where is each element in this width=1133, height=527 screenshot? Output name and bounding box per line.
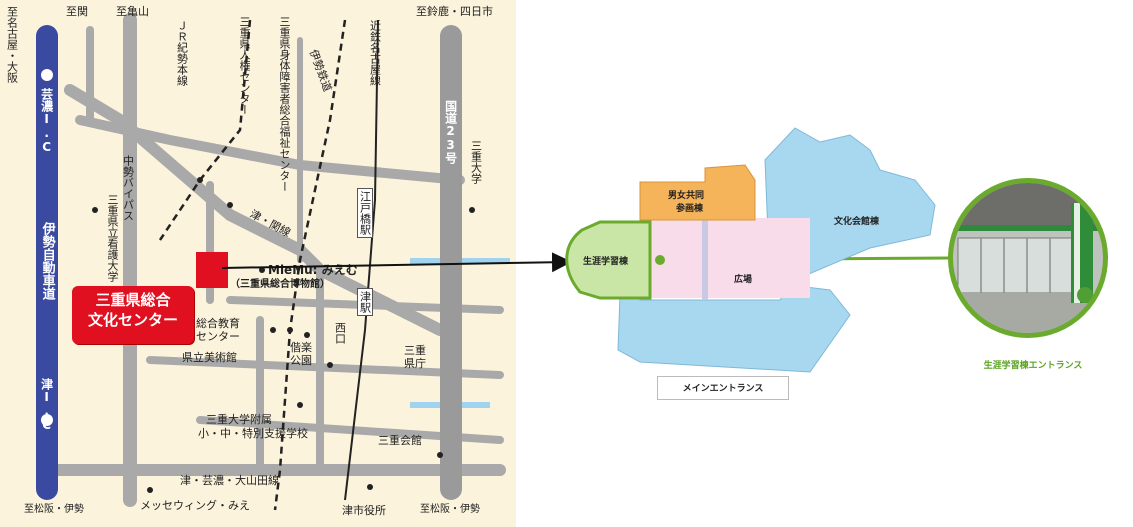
label-tsu-ic: 津I.C: [39, 378, 54, 432]
jr-kisei-line: [158, 19, 252, 241]
plan-label-main-entrance: メインエントランス: [657, 376, 789, 400]
plan-plaza: [650, 218, 810, 298]
label-messe-wing: メッセウィング・みえ: [140, 499, 250, 512]
label-disability-welfare-center: 三重県身体障害者総合福祉センター: [278, 16, 291, 192]
label-tsu-station: 津駅: [357, 288, 373, 316]
label-geino-ic: 芸濃I.C: [39, 88, 54, 154]
label-prefectural-office-1: 三重: [404, 344, 426, 357]
label-mie-kaikan: 三重会館: [378, 434, 422, 447]
label-to-matsusaka-left: 至松阪・伊勢: [24, 504, 84, 515]
plan-label-culture-hall: 文化会館棟: [834, 217, 880, 227]
label-mie-univ: 三重大学: [469, 140, 483, 184]
label-tsu-city-hall: 津市役所: [342, 504, 386, 517]
entrance-photo: [948, 178, 1108, 338]
plan-blue-lower: [617, 284, 851, 373]
tsu-ic-dot: [41, 414, 53, 426]
label-ise-expressway: 伊勢自動車道: [39, 222, 55, 300]
culture-center-label-2: 文化センター: [87, 311, 178, 329]
plan-gender-equality: [639, 164, 756, 221]
plan-label-lifelong-learning: 生涯学習棟: [583, 257, 629, 267]
arrow-line: [221, 252, 572, 273]
label-kairaku-park-2: 公園: [290, 354, 312, 367]
label-education-center-1: 総合教育: [196, 317, 240, 330]
label-to-seki: 至関: [66, 5, 88, 18]
culture-center-callout: 三重県総合 文化センター: [72, 286, 194, 344]
label-tsu-geino-oyamada: 津・芸濃・大山田線: [180, 474, 279, 487]
culture-center-marker: [196, 252, 228, 288]
label-nishiguchi: 西口: [333, 322, 347, 344]
label-miemu-sub: （三重県総合博物館）: [230, 279, 330, 290]
plan-label-plaza: 広場: [734, 275, 753, 285]
culture-center-label-1: 三重県総合: [95, 291, 171, 309]
label-jr-kisei: ＪＲ紀勢本線: [175, 20, 189, 86]
label-to-matsusaka-right: 至松阪・伊勢: [420, 504, 480, 515]
label-to-kameyama: 至亀山: [116, 5, 149, 18]
plan-label-gender-2: 参画棟: [676, 204, 704, 214]
label-art-museum: 県立美術館: [182, 351, 237, 364]
plan-label-gender-1: 男女共同: [668, 191, 705, 201]
label-prefectural-office-2: 県庁: [404, 357, 426, 370]
label-edobashi-station: 江戸橋駅: [357, 188, 373, 238]
label-route-23: 国道23号: [443, 100, 458, 164]
label-chusei-bypass: 中勢バイパス: [121, 155, 135, 221]
route-23: [440, 25, 462, 500]
label-nursing-univ: 三重県立看護大学: [106, 194, 119, 282]
label-to-suzuka: 至鈴鹿・四日市: [416, 5, 493, 18]
photo-caption: 生涯学習棟エントランス: [983, 361, 1083, 371]
label-to-nagoya: 至名古屋・大阪: [5, 6, 19, 83]
ise-railway-line: [273, 19, 347, 511]
label-kairaku-park-1: 偕楽: [290, 341, 312, 354]
geino-ic-dot: [41, 69, 53, 81]
label-kintetsu: 近鉄名古屋線: [368, 20, 382, 86]
tsu-seki-road: [64, 84, 446, 336]
label-mie-univ-school-2: 小・中・特別支援学校: [198, 427, 308, 440]
plan-entrance-dot: [655, 255, 665, 265]
label-education-center-2: センター: [196, 330, 240, 343]
plan-lifelong-learning: [565, 220, 652, 300]
label-mie-univ-school-1: 三重大学附属: [206, 413, 272, 426]
ise-expressway: [36, 25, 58, 500]
label-human-rights-center: 三重県人権センター: [238, 16, 251, 115]
